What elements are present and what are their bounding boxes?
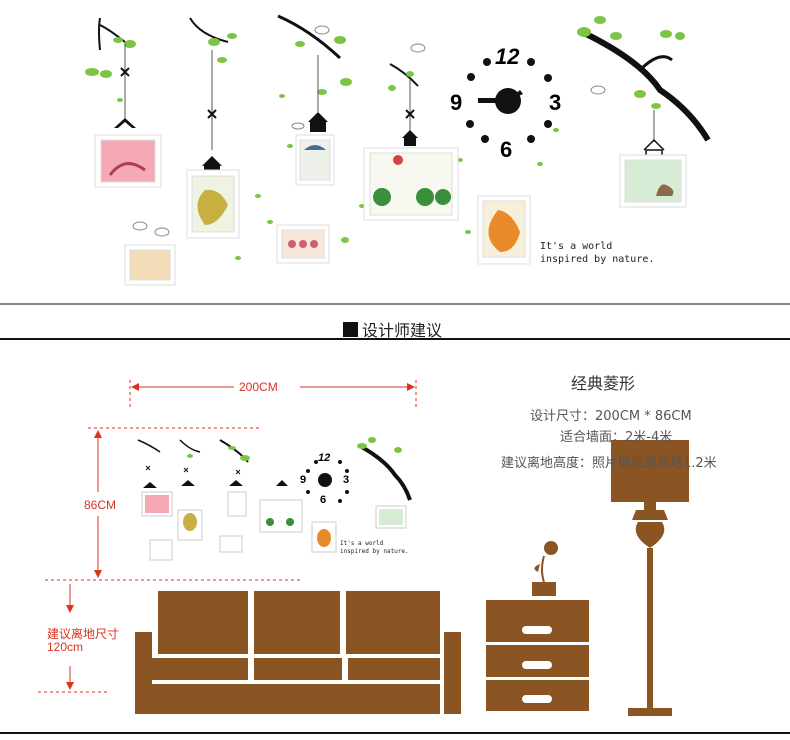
clock-numeral-12: 12 xyxy=(495,44,520,69)
wall-sticker-illustration xyxy=(85,14,711,286)
product-name: 经典菱形 xyxy=(571,374,636,393)
height-dimension-label: 86CM xyxy=(84,498,117,512)
mini-clock-numeral-12: 12 xyxy=(318,452,331,464)
mini-clock-numeral-6: 6 xyxy=(320,494,327,506)
mini-tagline: It's a world inspired by nature. xyxy=(340,540,409,556)
mini-clock-numeral-9: 9 xyxy=(300,474,307,486)
section-title-text: 设计师建议 xyxy=(362,323,443,340)
floor-distance-label-1: 建议离地尺寸 xyxy=(47,627,120,641)
floor-distance-label-2: 120cm xyxy=(47,640,84,654)
install-height-label: 建议离地高度：照片墙底部离地1.2米 xyxy=(501,456,717,471)
floor-lamp xyxy=(611,440,689,716)
tagline: It's a world inspired by nature. xyxy=(540,240,654,266)
wall-size-label: 适合墙面：2米-4米 xyxy=(560,430,673,445)
square-bullet-icon xyxy=(343,321,358,337)
mini-wall-sticker xyxy=(137,437,412,561)
clock-numeral-9: 9 xyxy=(450,90,463,115)
clock-numeral-3: 3 xyxy=(549,90,562,115)
tagline-line-2: inspired by nature. xyxy=(540,254,655,265)
section-title: 设计师建议 xyxy=(343,317,442,341)
mini-tagline-line-1: It's a world xyxy=(340,540,384,547)
drawer-cabinet xyxy=(486,541,589,711)
design-size-label: 设计尺寸：200CM * 86CM xyxy=(530,409,692,424)
sofa xyxy=(135,591,461,714)
tagline-line-1: It's a world xyxy=(540,241,613,252)
dimension-lines xyxy=(38,380,417,693)
mini-tagline-line-2: inspired by nature. xyxy=(340,548,409,555)
mini-clock-numeral-3: 3 xyxy=(343,474,350,486)
width-dimension-label: 200CM xyxy=(239,380,278,394)
clock-numeral-6: 6 xyxy=(500,137,513,162)
